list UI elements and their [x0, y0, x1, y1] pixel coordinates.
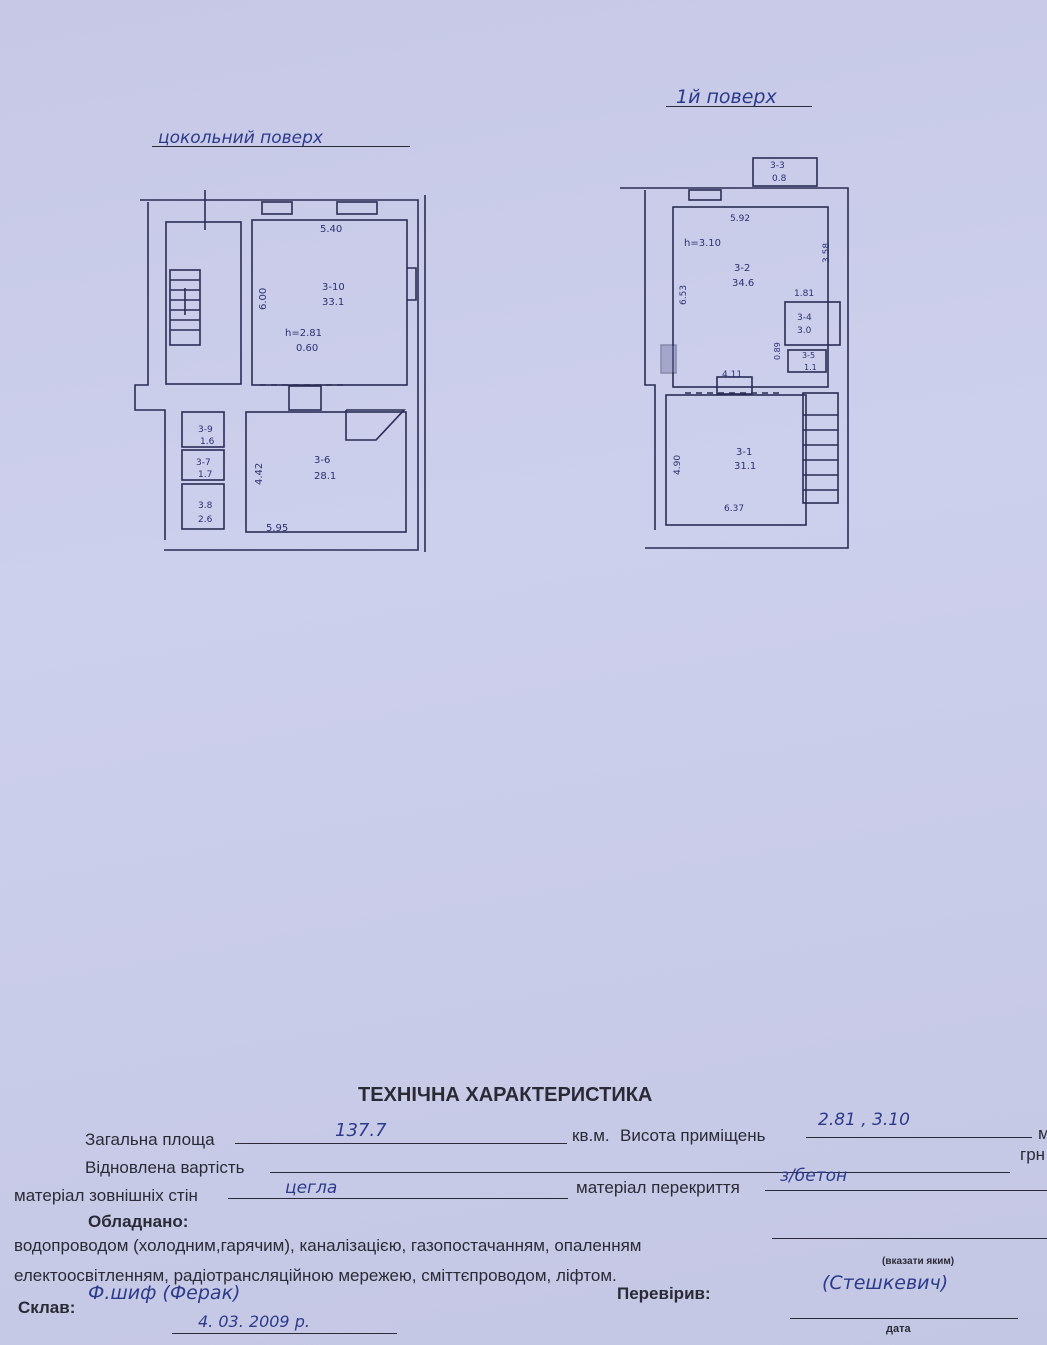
- dim-label: 1.81: [794, 289, 814, 299]
- dim-label: 5.40: [320, 224, 342, 235]
- height-value: 2.81 , 3.10: [818, 1110, 910, 1130]
- dim-label: 0.89: [773, 342, 782, 360]
- room-id: 3-3: [770, 161, 785, 171]
- room-id: 3.8: [198, 501, 213, 511]
- walls-field: [228, 1198, 568, 1199]
- compiled-date: 4. 03. 2009 р.: [198, 1312, 310, 1331]
- total-area-unit: кв.м.: [572, 1126, 610, 1145]
- dim-label: 6.53: [679, 285, 689, 305]
- dim-label: 6.37: [724, 504, 744, 514]
- room-area: 1.1: [804, 363, 817, 372]
- checked-date-field: [790, 1318, 1018, 1319]
- room-id: 3-7: [196, 458, 211, 468]
- room-area: 0.8: [772, 174, 787, 184]
- height-unit: м: [1038, 1124, 1047, 1143]
- total-area-field: [235, 1143, 567, 1144]
- checked-signature: (Стешкевич): [822, 1272, 949, 1294]
- room-id: 3-9: [198, 425, 213, 435]
- dim-label: 4.42: [254, 463, 265, 485]
- equipped-extra-field: [772, 1238, 1047, 1239]
- walls-label: матеріал зовнішніх стін: [14, 1186, 198, 1205]
- compiled-date-field: [172, 1333, 397, 1334]
- total-area-label: Загальна площа: [85, 1130, 215, 1149]
- room-area: 28.1: [314, 471, 336, 482]
- room-area: 31.1: [734, 461, 756, 472]
- walls-value: цегла: [285, 1178, 338, 1198]
- dim-label: 6.00: [258, 288, 269, 310]
- height-sub: 0.60: [296, 343, 318, 354]
- restored-value-label: Відновлена вартість: [85, 1158, 245, 1177]
- restored-value-field: [270, 1172, 1010, 1173]
- title-underline: [666, 106, 812, 107]
- equipped-line-1: водопроводом (холодним,гарячим), каналіз…: [14, 1236, 642, 1255]
- ceiling-value: з/бетон: [780, 1166, 848, 1186]
- first-floor-plan: [620, 157, 849, 549]
- room-id: 3-5: [802, 351, 815, 360]
- basement-plan-title: цокольний поверх: [158, 128, 323, 148]
- room-id: 3-1: [736, 447, 752, 458]
- equipped-label: Обладнано:: [88, 1212, 189, 1231]
- checked-label: Перевірив:: [617, 1284, 711, 1303]
- room-area: 34.6: [732, 278, 754, 289]
- room-id: 3-2: [734, 263, 750, 274]
- dim-label: 5.95: [266, 523, 288, 534]
- height-label: h=2.81: [285, 328, 322, 339]
- height-label: Висота приміщень: [620, 1126, 766, 1145]
- dim-label: 3.58: [822, 243, 832, 263]
- dim-label: 4.90: [673, 455, 683, 475]
- room-area: 33.1: [322, 297, 344, 308]
- date-caption: дата: [886, 1323, 911, 1335]
- equipped-line-2: електоосвітленням, радіотрансляційною ме…: [14, 1266, 617, 1285]
- height-label: h=3.10: [684, 238, 721, 249]
- total-area-value: 137.7: [335, 1120, 387, 1141]
- first-floor-plan-title: 1й поверх: [676, 86, 777, 108]
- room-id: 3-6: [314, 455, 330, 466]
- dim-label: 4.11: [722, 370, 742, 380]
- height-field: [806, 1137, 1032, 1138]
- form-heading: ТЕХНІЧНА ХАРАКТЕРИСТИКА: [358, 1084, 653, 1106]
- compiled-signature: Ф.шиф (Ферак): [88, 1282, 241, 1304]
- ceiling-label: матеріал перекриття: [576, 1178, 740, 1197]
- room-id: 3-4: [797, 313, 812, 323]
- specify-hint: (вказати яким): [882, 1256, 955, 1267]
- title-underline: [152, 146, 410, 147]
- restored-value-unit: грн: [1020, 1145, 1046, 1164]
- room-area: 1.6: [200, 437, 215, 447]
- dim-label: 5.92: [730, 214, 750, 224]
- compiled-label: Склав:: [18, 1298, 76, 1317]
- room-id: 3-10: [322, 282, 345, 293]
- room-area: 2.6: [198, 515, 213, 525]
- ceiling-field: [765, 1190, 1047, 1191]
- room-area: 1.7: [198, 470, 212, 480]
- room-area: 3.0: [797, 326, 812, 336]
- basement-plan: [134, 190, 426, 552]
